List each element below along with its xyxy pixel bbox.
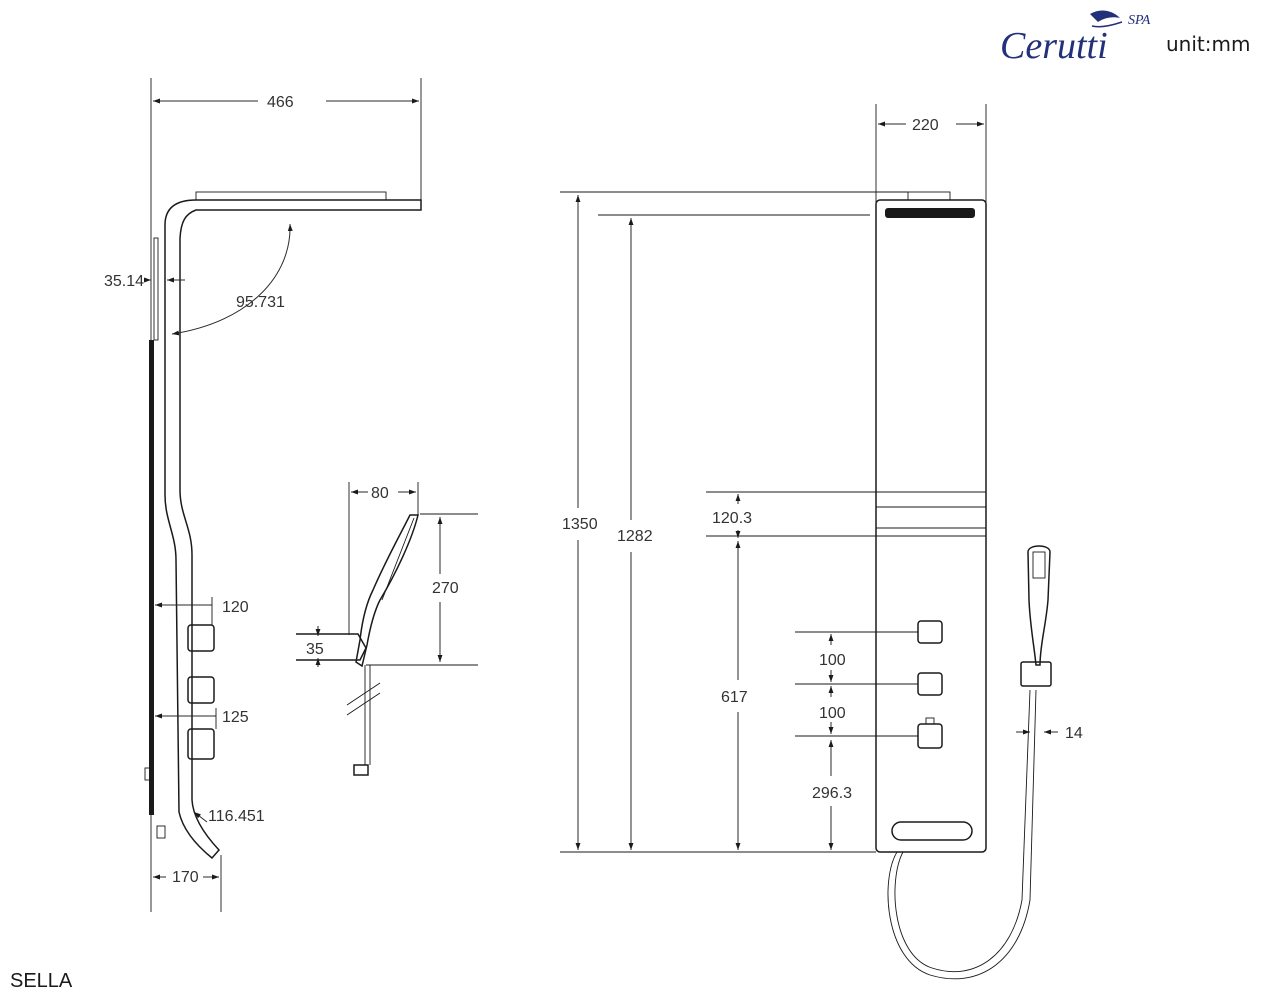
- front-knob-middle: [917, 672, 943, 696]
- front-shower-holder: [1020, 661, 1052, 687]
- rain-head-top: [195, 191, 387, 201]
- body-height-dimension: 1282: [617, 528, 653, 545]
- hand-shower-view: 80 270 35: [296, 482, 478, 776]
- strip-height-dimension: 120.3: [712, 510, 752, 527]
- front-knob-bottom: [917, 723, 943, 749]
- knob-depth-dimension-1: 120: [222, 599, 249, 616]
- side-knob-middle: [187, 676, 215, 704]
- model-name: SELLA: [10, 970, 73, 992]
- front-panel-outline: [875, 199, 987, 853]
- unit-label: unit:mm: [1166, 32, 1250, 56]
- side-knob-bottom: [187, 728, 215, 760]
- hose-diameter-dimension: 14: [1065, 725, 1083, 742]
- front-knob-top: [917, 620, 943, 644]
- bird-icon: [1090, 10, 1120, 22]
- rain-head-slot: [885, 208, 975, 218]
- head-angle-dimension: 95.731: [236, 294, 285, 311]
- hose-loop: [887, 689, 1037, 980]
- control-zone-dimension: 617: [721, 689, 748, 706]
- wall-offset-dimension: 35.14: [104, 273, 144, 290]
- brand-logo-sub: SPA: [1128, 13, 1151, 28]
- bottom-angle-dimension: 116.451: [208, 808, 265, 825]
- hand-shower-depth-dimension: 80: [371, 485, 389, 502]
- brand-logo: Cerutti SPA: [1000, 10, 1151, 67]
- front-hand-shower: [1027, 545, 1051, 666]
- holder-height-dimension: 35: [306, 641, 324, 658]
- wall-mount-bar: [149, 340, 154, 815]
- bottom-offset-dimension: 296.3: [812, 785, 852, 802]
- hand-shower-outline: [355, 514, 419, 668]
- knob-depth-dimension-2: 125: [222, 709, 249, 726]
- front-width-dimension: 220: [912, 117, 939, 134]
- total-height-dimension: 1350: [562, 516, 598, 533]
- front-view: 220 1350 1282 120.3: [560, 104, 1083, 980]
- side-width-dimension: 466: [267, 94, 294, 111]
- side-knob-top: [187, 624, 215, 652]
- knob-spacing-dimension-1: 100: [819, 652, 846, 669]
- hand-shower-length-dimension: 270: [432, 580, 459, 597]
- wave-icon: [1091, 21, 1123, 28]
- brand-logo-text: Cerutti: [1000, 25, 1108, 67]
- bottom-depth-dimension: 170: [172, 869, 199, 886]
- side-view: 466 35.14 95.731 120 125 116.451: [104, 78, 422, 912]
- knob-spacing-dimension-2: 100: [819, 705, 846, 722]
- bottom-spout: [891, 821, 973, 841]
- holder-outline: [296, 633, 367, 661]
- hose-end: [353, 764, 369, 776]
